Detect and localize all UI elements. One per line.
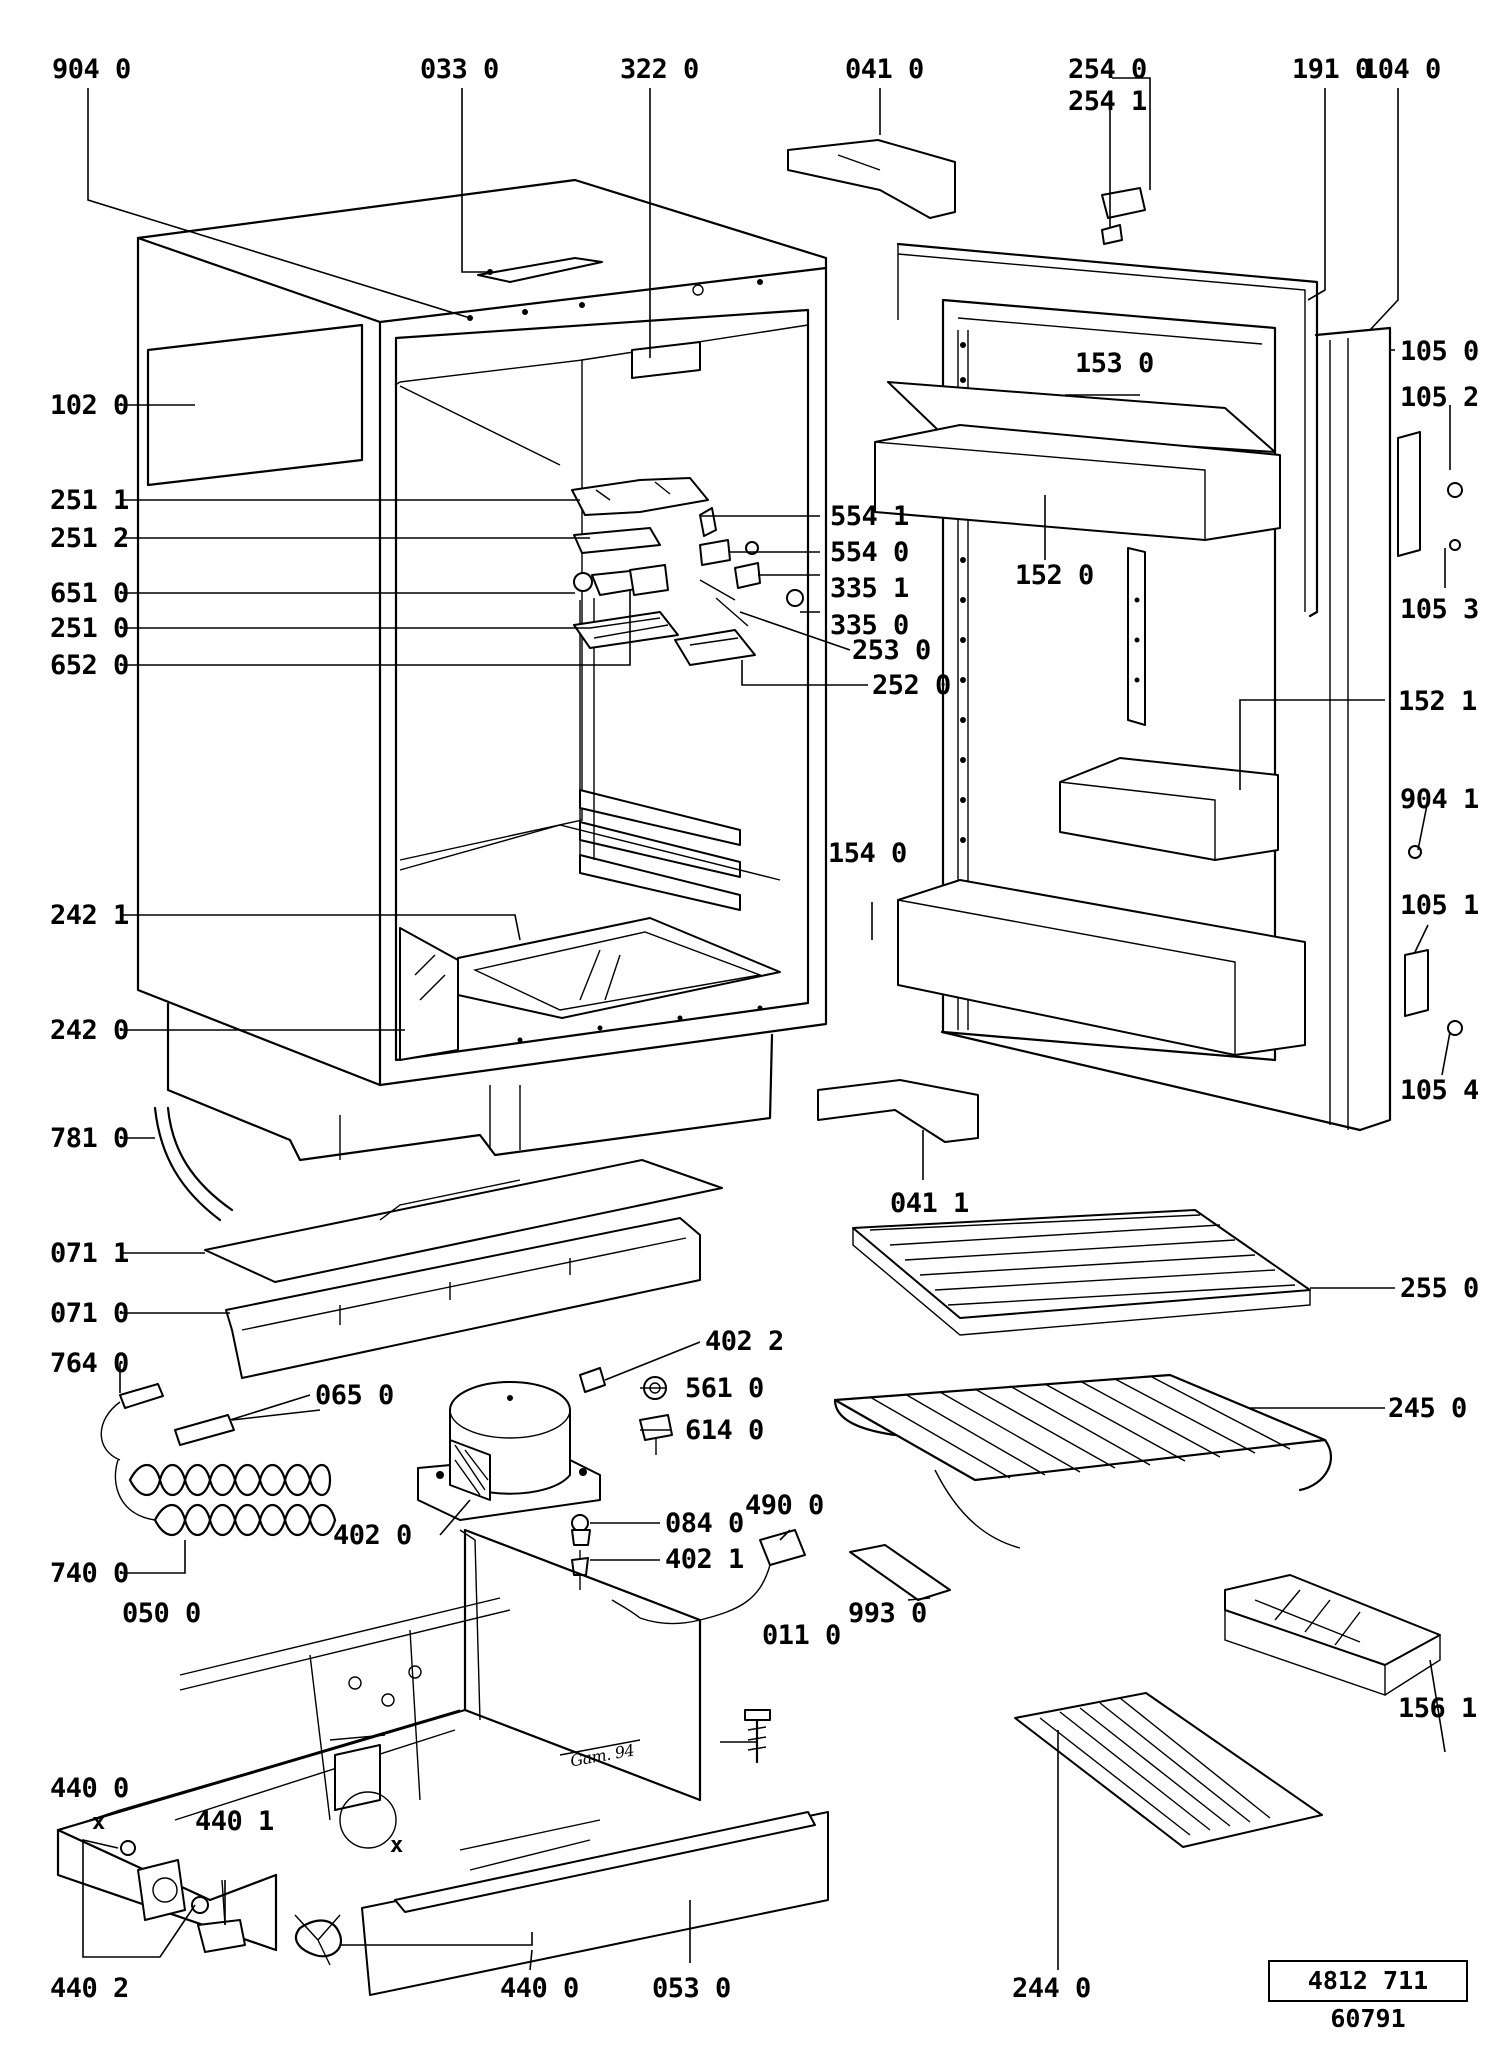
cabinet-drawing	[136, 178, 828, 1222]
part-label-561-0: 561 0	[685, 1373, 764, 1404]
part-label-244-0: 244 0	[1012, 1973, 1091, 2004]
part-label-440-2: 440 2	[50, 1973, 129, 2004]
part-label-033-0: 033 0	[420, 54, 499, 85]
part-label-011-0: 011 0	[762, 1620, 841, 1651]
marker-x-base: x	[390, 1833, 403, 1858]
part-label-652-0: 652 0	[50, 650, 129, 681]
part-label-402-0: 402 0	[333, 1520, 412, 1551]
part-label-904-1: 904 1	[1400, 784, 1479, 815]
part-label-242-0: 242 0	[50, 1015, 129, 1046]
document-number: 4812 711 60791	[1268, 1960, 1468, 2033]
part-label-440-1: 440 1	[195, 1806, 274, 1837]
part-label-041-0: 041 0	[845, 54, 924, 85]
marker-x-left: x	[92, 1810, 105, 1835]
part-label-252-0: 252 0	[872, 670, 951, 701]
part-label-740-0: 740 0	[50, 1558, 129, 1589]
part-label-554-0: 554 0	[830, 537, 909, 568]
part-label-153-0: 153 0	[1075, 348, 1154, 379]
shelves-drawing	[833, 1209, 1441, 1848]
part-label-154-0: 154 0	[828, 838, 907, 869]
part-label-402-1: 402 1	[665, 1544, 744, 1575]
part-label-065-0: 065 0	[315, 1380, 394, 1411]
part-label-335-1: 335 1	[830, 573, 909, 604]
part-label-614-0: 614 0	[685, 1415, 764, 1446]
part-label-245-0: 245 0	[1388, 1393, 1467, 1424]
part-label-651-0: 651 0	[50, 578, 129, 609]
part-label-105-3: 105 3	[1400, 594, 1479, 625]
part-label-105-1: 105 1	[1400, 890, 1479, 921]
part-label-084-0: 084 0	[665, 1508, 744, 1539]
part-label-105-2: 105 2	[1400, 382, 1479, 413]
part-label-781-0: 781 0	[50, 1123, 129, 1154]
part-label-402-2: 402 2	[705, 1326, 784, 1357]
part-label-993-0: 993 0	[848, 1598, 927, 1629]
part-label-041-1: 041 1	[890, 1188, 969, 1219]
part-label-071-1: 071 1	[50, 1238, 129, 1269]
part-label-322-0: 322 0	[620, 54, 699, 85]
part-label-253-0: 253 0	[852, 635, 931, 666]
part-label-490-0: 490 0	[745, 1490, 824, 1521]
part-label-554-1: 554 1	[830, 501, 909, 532]
part-label-071-0: 071 0	[50, 1298, 129, 1329]
part-label-156-1: 156 1	[1398, 1693, 1477, 1724]
part-label-251-1: 251 1	[50, 485, 129, 516]
part-label-904-0: 904 0	[52, 54, 131, 85]
part-label-251-0: 251 0	[50, 613, 129, 644]
part-label-152-1: 152 1	[1398, 686, 1477, 717]
part-label-242-1: 242 1	[50, 900, 129, 931]
part-label-251-2: 251 2	[50, 523, 129, 554]
part-label-764-0: 764 0	[50, 1348, 129, 1379]
part-label-191-0: 191 0	[1292, 54, 1371, 85]
part-label-152-0: 152 0	[1015, 560, 1094, 591]
part-label-254-1: 254 1	[1068, 86, 1147, 117]
part-label-335-0: 335 0	[830, 610, 909, 641]
part-label-105-0: 105 0	[1400, 336, 1479, 367]
part-label-105-4: 105 4	[1400, 1075, 1479, 1106]
part-label-440-0-top: 440 0	[50, 1773, 129, 1804]
mechanics-drawing	[56, 1159, 829, 1996]
part-label-102-0: 102 0	[50, 390, 129, 421]
part-label-254-0: 254 0	[1068, 54, 1147, 85]
part-label-050-0: 050 0	[122, 1598, 201, 1629]
part-label-255-0: 255 0	[1400, 1273, 1479, 1304]
part-label-053-0: 053 0	[652, 1973, 731, 2004]
part-label-440-0-bottom: 440 0	[500, 1973, 579, 2004]
part-label-104-0: 104 0	[1362, 54, 1441, 85]
leader-lines	[82, 77, 1451, 1971]
door-drawing	[787, 139, 1463, 1143]
